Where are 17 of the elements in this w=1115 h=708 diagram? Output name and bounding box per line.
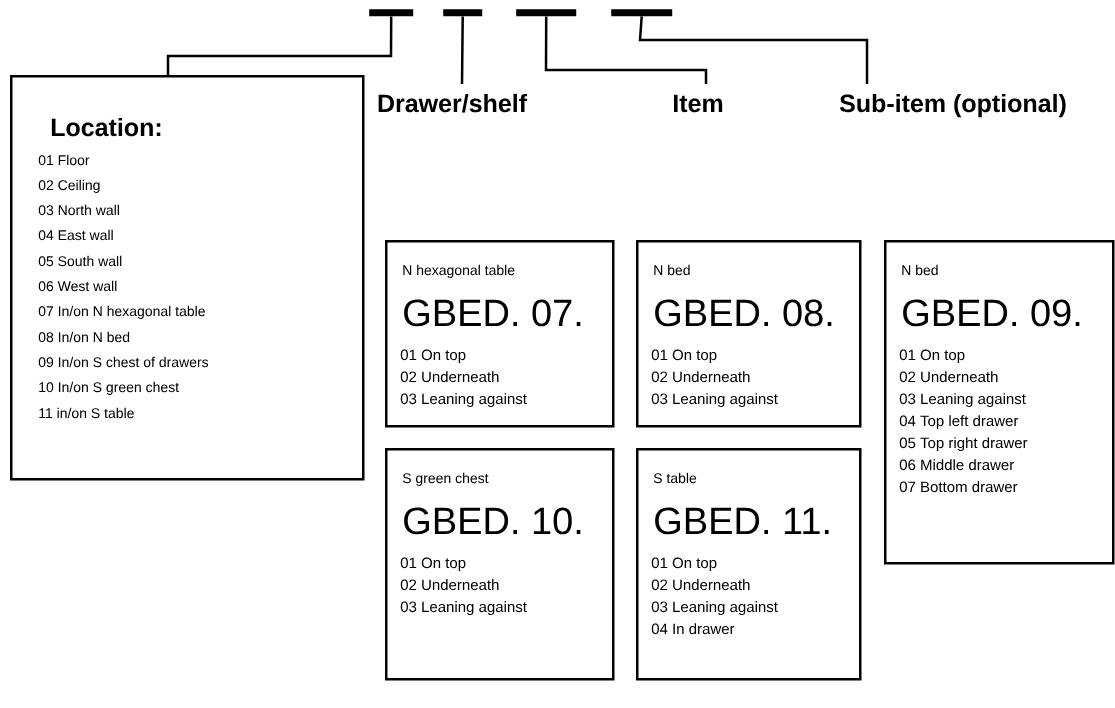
legend-box: N hexagonal table GBED. 07. 01 On top 02 Underneath 03 Leaning against	[385, 240, 615, 428]
code-segment-bar	[516, 9, 577, 17]
connector-line	[544, 16, 708, 84]
code-segment-bar	[443, 9, 483, 17]
legend-box: Location: 01 Floor 02 Ceiling 03 North wall 04 East wall 05 South wall 06 West wall 07 In/on N hexagonal table 08 In/on N bed 09 In/on S chest of drawers 10 In/on S green chest 11 in/on S table	[10, 75, 365, 481]
legend-box: N bed GBED. 08. 01 On top 02 Underneath 03 Leaning against	[636, 240, 862, 428]
field-label: Drawer/shelf	[378, 93, 528, 113]
field-label: Sub-item (optional)	[839, 93, 1066, 118]
connector-line	[638, 16, 869, 84]
connector-line	[166, 16, 393, 75]
legend-box: S green chest GBED. 10. 01 On top 02 Underneath 03 Leaning against	[385, 448, 615, 681]
code-segment-bar	[369, 9, 414, 17]
connector-line	[460, 16, 464, 84]
code-segment-bar	[611, 9, 673, 17]
legend-box: N bed GBED. 09. 01 On top 02 Underneath 03 Leaning against 04 Top left drawer 05 Top right drawer 06 Middle drawer 07 Bottom drawer	[884, 240, 1115, 565]
legend-box: S table GBED. 11. 01 On top 02 Underneath 03 Leaning against 04 In drawer	[636, 448, 862, 681]
field-label: Item	[674, 94, 723, 113]
